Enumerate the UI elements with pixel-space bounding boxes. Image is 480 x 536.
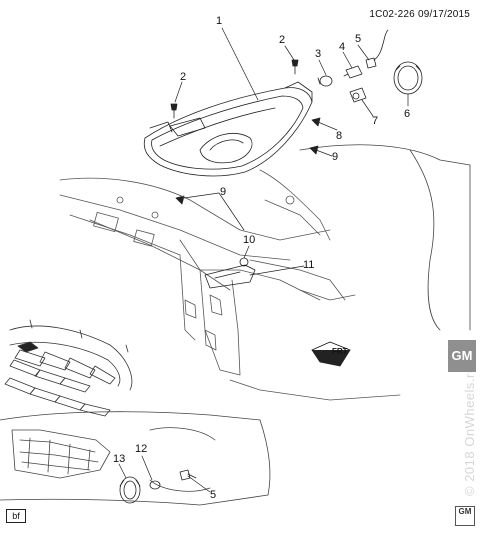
callout-9: 9	[220, 186, 227, 198]
callout-13: 13	[113, 453, 126, 465]
dust-cap	[393, 61, 423, 95]
callout-5: 5	[210, 489, 217, 501]
clip-9-lower	[175, 195, 185, 205]
callout-7: 7	[372, 115, 379, 127]
callout-6: 6	[404, 108, 411, 120]
watermark: © 2018 OnWheels.ru	[462, 365, 477, 496]
callout-2: 2	[180, 71, 187, 83]
front-grille	[4, 319, 133, 417]
fender-outline	[299, 144, 471, 331]
fog-lamp	[119, 476, 141, 504]
callout-4: 4	[339, 41, 346, 53]
diagram-code: 1C02-226 09/17/2015	[369, 9, 470, 20]
diagram-id: 1C02-226	[369, 9, 415, 20]
socket-lower	[349, 87, 367, 103]
clip-9-upper	[309, 145, 319, 155]
callout-3: 3	[315, 48, 322, 60]
footer-tag: bf	[6, 509, 26, 523]
callout-1: 1	[216, 15, 223, 27]
bracket	[204, 257, 256, 289]
headlamp-assembly	[143, 81, 313, 177]
gm-badge: GM	[448, 340, 476, 372]
front-direction-arrow	[311, 341, 351, 367]
callout-5: 5	[355, 33, 362, 45]
wire-connector	[365, 29, 389, 69]
screw-left	[170, 103, 178, 119]
callout-9: 9	[332, 151, 339, 163]
socket	[343, 65, 363, 79]
gm-logo: GM	[455, 506, 475, 526]
fog-lamp-bulb	[149, 480, 161, 490]
clip-8	[311, 117, 321, 127]
bumper-fascia	[0, 411, 271, 506]
screw-top	[291, 59, 299, 75]
callout-8: 8	[336, 130, 343, 142]
callout-12: 12	[135, 443, 148, 455]
callout-2: 2	[279, 34, 286, 46]
front-direction-label: FRT	[332, 347, 348, 356]
leader-lines	[118, 27, 409, 493]
diagram-date: 09/17/2015	[417, 9, 470, 20]
bulb	[317, 75, 333, 87]
fog-lamp-connector	[179, 469, 197, 481]
callout-11: 11	[303, 259, 315, 271]
front-body-structure	[59, 169, 401, 401]
callout-10: 10	[243, 234, 256, 246]
